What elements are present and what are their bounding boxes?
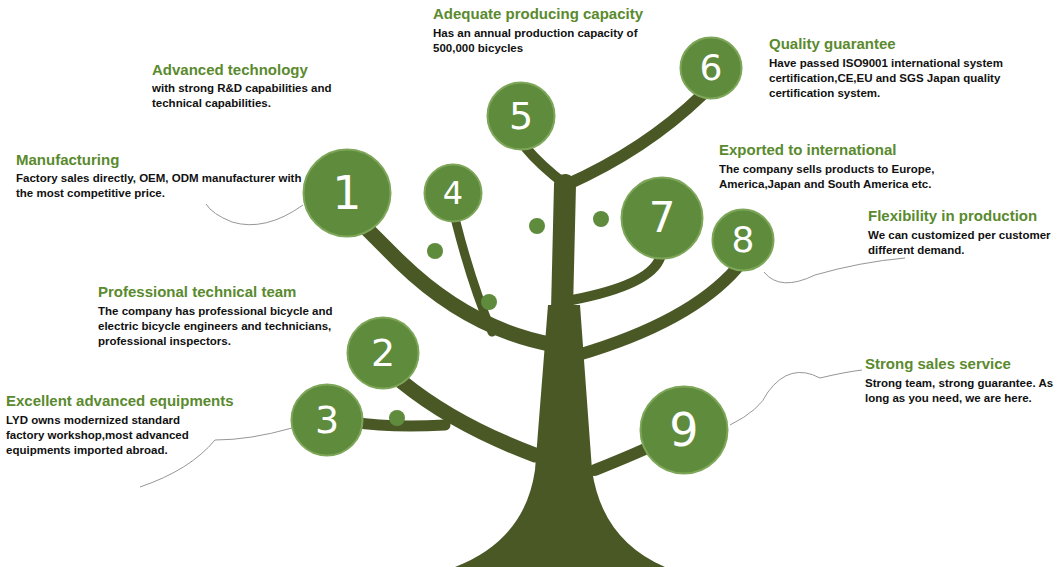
feature-heading: Adequate producing capacity bbox=[433, 5, 643, 23]
feature-heading: Advanced technology bbox=[152, 61, 308, 79]
dot bbox=[529, 218, 545, 234]
circle-fill bbox=[681, 38, 742, 99]
feature-circle: 8 bbox=[711, 208, 775, 272]
leader-lines bbox=[140, 204, 905, 487]
circle-fill bbox=[488, 83, 555, 150]
feature-circle: 6 bbox=[679, 36, 743, 100]
branch bbox=[402, 382, 535, 455]
feature-text: Factory sales directly, OEM, ODM manufac… bbox=[16, 171, 306, 201]
circle-fill bbox=[348, 318, 419, 389]
circle-fill bbox=[425, 165, 482, 222]
circle-fill bbox=[641, 387, 728, 474]
feature-heading: Excellent advanced equipments bbox=[6, 392, 234, 410]
feature-heading: Professional technical team bbox=[98, 283, 296, 301]
feature-circle: 3 bbox=[290, 383, 364, 457]
feature-circle: 2 bbox=[346, 316, 420, 390]
trunk bbox=[455, 305, 665, 567]
circle-fill bbox=[622, 178, 703, 259]
branch bbox=[456, 222, 492, 332]
feature-heading: Flexibility in production bbox=[868, 207, 1037, 225]
callout-number: 7 bbox=[649, 197, 676, 239]
tree-dots bbox=[389, 211, 609, 426]
callout-number: 3 bbox=[315, 401, 339, 439]
circle-fill bbox=[713, 210, 774, 271]
leader-line bbox=[764, 258, 905, 283]
feature-text: Have passed ISO9001 international system… bbox=[769, 56, 1054, 101]
dot bbox=[481, 294, 497, 310]
feature-heading: Quality guarantee bbox=[769, 35, 896, 53]
feature-text: We can customized per customer different… bbox=[868, 228, 1053, 258]
circle-fill bbox=[292, 385, 363, 456]
feature-heading: Exported to international bbox=[719, 141, 897, 159]
callout-number: 2 bbox=[371, 334, 395, 372]
leader-line bbox=[730, 370, 862, 425]
branch bbox=[572, 258, 660, 300]
feature-text: with strong R&D capabilities and technic… bbox=[152, 81, 367, 111]
branch bbox=[566, 95, 702, 185]
feature-circle: 5 bbox=[486, 81, 556, 151]
callout-number: 9 bbox=[669, 407, 698, 453]
feature-heading: Strong sales service bbox=[865, 355, 1011, 373]
trunk-upper bbox=[562, 185, 565, 310]
callout-number: 6 bbox=[700, 50, 723, 86]
dot bbox=[389, 410, 405, 426]
feature-text: LYD owns modernized standard factory wor… bbox=[6, 413, 211, 458]
branch bbox=[578, 268, 737, 355]
feature-text: The company sells products to Europe, Am… bbox=[719, 162, 984, 192]
dot bbox=[593, 211, 609, 227]
feature-circle: 7 bbox=[620, 176, 704, 260]
leader-line bbox=[206, 204, 303, 225]
callout-number: 8 bbox=[732, 222, 755, 258]
circle-fill bbox=[304, 150, 391, 237]
feature-text: The company has professional bicycle and… bbox=[98, 304, 343, 349]
dot bbox=[427, 243, 443, 259]
feature-heading: Manufacturing bbox=[16, 151, 119, 169]
feature-text: Strong team, strong guarantee. As long a… bbox=[865, 376, 1055, 406]
feature-circle: 9 bbox=[639, 385, 729, 475]
feature-circle: 1 bbox=[302, 148, 392, 238]
callout-number: 1 bbox=[332, 170, 361, 216]
callout-number: 4 bbox=[443, 177, 463, 209]
feature-text: Has an annual production capacity of 500… bbox=[433, 26, 663, 56]
callout-number: 5 bbox=[509, 97, 533, 135]
feature-circle: 4 bbox=[423, 163, 483, 223]
